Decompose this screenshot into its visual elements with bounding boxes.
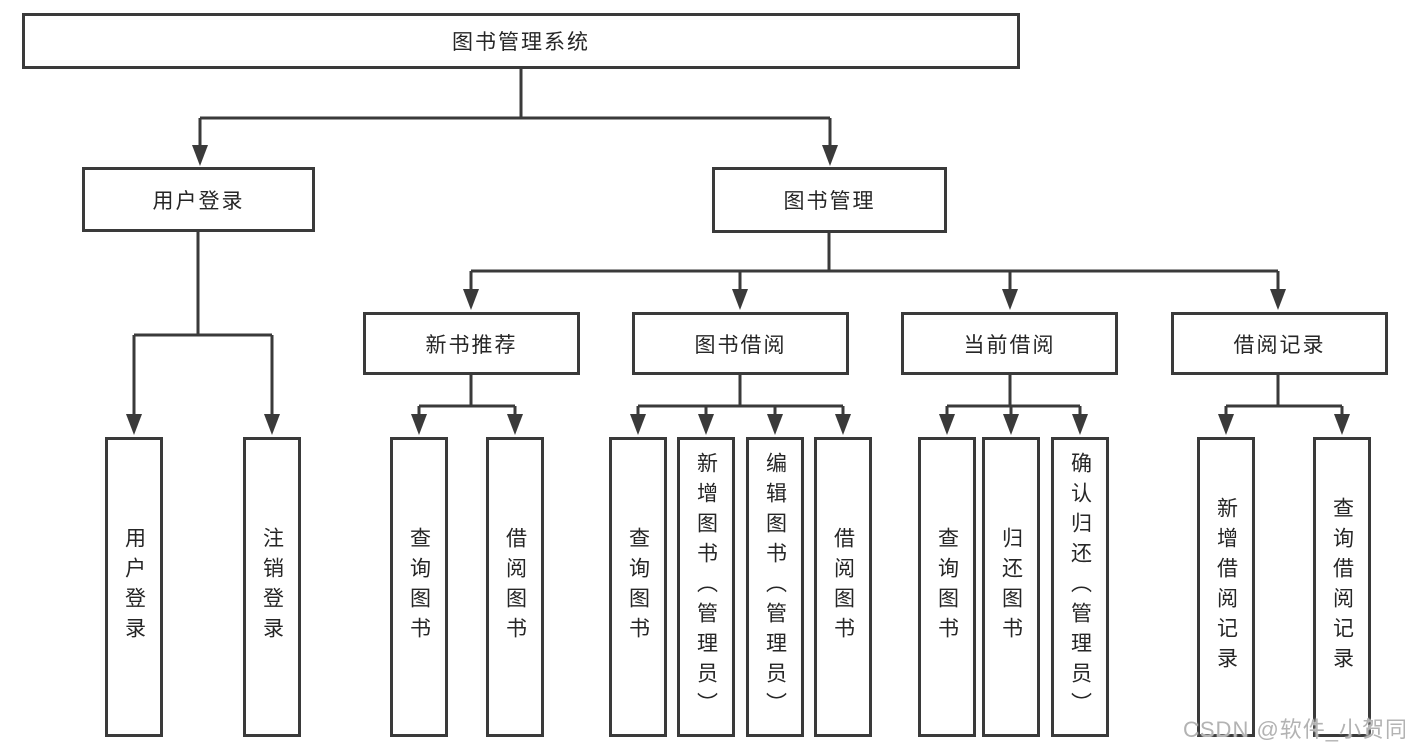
node-new-book-recommend: 新书推荐 xyxy=(363,312,580,375)
node-borrowing-records: 借阅记录 xyxy=(1171,312,1388,375)
leaf-query-books-current-label: 查询图书 xyxy=(935,527,959,647)
leaf-borrow-books-recommend-label: 借阅图书 xyxy=(503,527,527,647)
leaf-user-login-label: 用户登录 xyxy=(122,527,146,647)
leaf-add-borrow-record: 新增借阅记录 xyxy=(1197,437,1255,737)
leaf-query-books-current: 查询图书 xyxy=(918,437,976,737)
node-book-borrowing: 图书借阅 xyxy=(632,312,849,375)
node-user-login: 用户登录 xyxy=(82,167,315,232)
leaf-query-borrow-record: 查询借阅记录 xyxy=(1313,437,1371,737)
leaf-query-borrow-record-label: 查询借阅记录 xyxy=(1330,497,1354,677)
node-book-management: 图书管理 xyxy=(712,167,947,233)
leaf-add-books-admin-label: 新增图书（管理员） xyxy=(694,452,718,722)
leaf-borrow-books: 借阅图书 xyxy=(814,437,872,737)
leaf-query-books-borrowing: 查询图书 xyxy=(609,437,667,737)
leaf-query-books-borrowing-label: 查询图书 xyxy=(626,527,650,647)
leaf-query-books-recommend: 查询图书 xyxy=(390,437,448,737)
leaf-add-borrow-record-label: 新增借阅记录 xyxy=(1214,497,1238,677)
leaf-return-books-label: 归还图书 xyxy=(999,527,1023,647)
leaf-confirm-return-admin-label: 确认归还（管理员） xyxy=(1068,452,1092,722)
leaf-confirm-return-admin: 确认归还（管理员） xyxy=(1051,437,1109,737)
leaf-edit-books-admin: 编辑图书（管理员） xyxy=(746,437,804,737)
node-current-borrowing: 当前借阅 xyxy=(901,312,1118,375)
csdn-watermark: CSDN @软件_小贺同学 xyxy=(1183,717,1405,742)
leaf-logout-label: 注销登录 xyxy=(260,527,284,647)
leaf-return-books: 归还图书 xyxy=(982,437,1040,737)
node-root-library-system: 图书管理系统 xyxy=(22,13,1020,69)
leaf-borrow-books-recommend: 借阅图书 xyxy=(486,437,544,737)
leaf-add-books-admin: 新增图书（管理员） xyxy=(677,437,735,737)
leaf-user-login: 用户登录 xyxy=(105,437,163,737)
leaf-borrow-books-label: 借阅图书 xyxy=(831,527,855,647)
leaf-query-books-recommend-label: 查询图书 xyxy=(407,527,431,647)
leaf-logout: 注销登录 xyxy=(243,437,301,737)
leaf-edit-books-admin-label: 编辑图书（管理员） xyxy=(763,452,787,722)
